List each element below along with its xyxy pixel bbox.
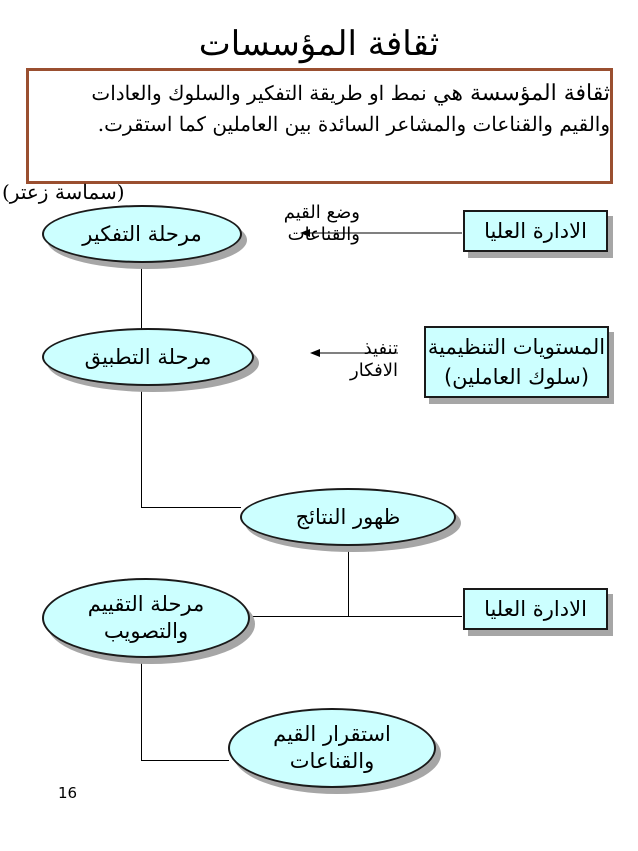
stage-application: مرحلة التطبيق (42, 328, 254, 386)
connector-results-down (348, 545, 349, 617)
connector-to-results (141, 507, 241, 508)
page-number: 16 (58, 784, 78, 802)
arrow-label-implement-line1: تنفيذ (363, 338, 398, 359)
stage-stability-label: استقرار القيم والقناعات (273, 722, 391, 773)
stage-thinking: مرحلة التفكير (42, 205, 242, 263)
stage-application-label: مرحلة التطبيق (84, 344, 212, 369)
arrow-label-set-values-line2: والقناعات (287, 224, 360, 245)
definition-lead: ثقافة المؤسسة هي (433, 81, 610, 106)
definition-box (26, 68, 613, 184)
connector-evaluation-down (141, 657, 142, 761)
top-management-label-1: الادارة العليا (484, 219, 587, 243)
arrow-implement-head (310, 349, 320, 357)
definition-body: نمط او طريقة التفكير والسلوك والعادات وا… (91, 81, 610, 136)
connector-to-stability (141, 760, 229, 761)
definition-text: ثقافة المؤسسة هي نمط او طريقة التفكير وا… (40, 78, 610, 140)
top-management-label-2: الادارة العليا (484, 597, 587, 621)
org-levels-label-line2: (سلوك العاملين) (443, 365, 590, 389)
arrow-label-set-values-line1: وضع القيم (283, 202, 360, 223)
arrow-label-set-values: وضع القيم والقناعات (250, 202, 360, 246)
connector-application-down (141, 385, 142, 508)
page-title: ثقافة المؤسسات (198, 24, 440, 64)
stage-results-label: ظهور النتائج (295, 504, 401, 529)
stage-stability: استقرار القيم والقناعات (228, 708, 436, 788)
connector-thinking-application (141, 262, 142, 340)
org-levels-box: المستويات التنظيمية (سلوك العاملين) (424, 326, 609, 398)
org-levels-label-line1: المستويات التنظيمية (427, 335, 606, 359)
stage-results: ظهور النتائج (240, 488, 456, 546)
definition-source: (سماسة زعتر) (2, 180, 125, 204)
connector-evaluation-management (250, 616, 462, 617)
stage-evaluation: مرحلة التقييم والتصويب (42, 578, 250, 658)
arrow-label-implement: تنفيذ الافكار (300, 338, 398, 382)
top-management-box-2: الادارة العليا (463, 588, 608, 630)
arrow-set-values-head (300, 229, 310, 237)
stage-thinking-label: مرحلة التفكير (82, 221, 202, 246)
stage-evaluation-label: مرحلة التقييم والتصويب (87, 592, 205, 643)
top-management-box-1: الادارة العليا (463, 210, 608, 252)
arrow-label-implement-line2: الافكار (350, 360, 398, 381)
